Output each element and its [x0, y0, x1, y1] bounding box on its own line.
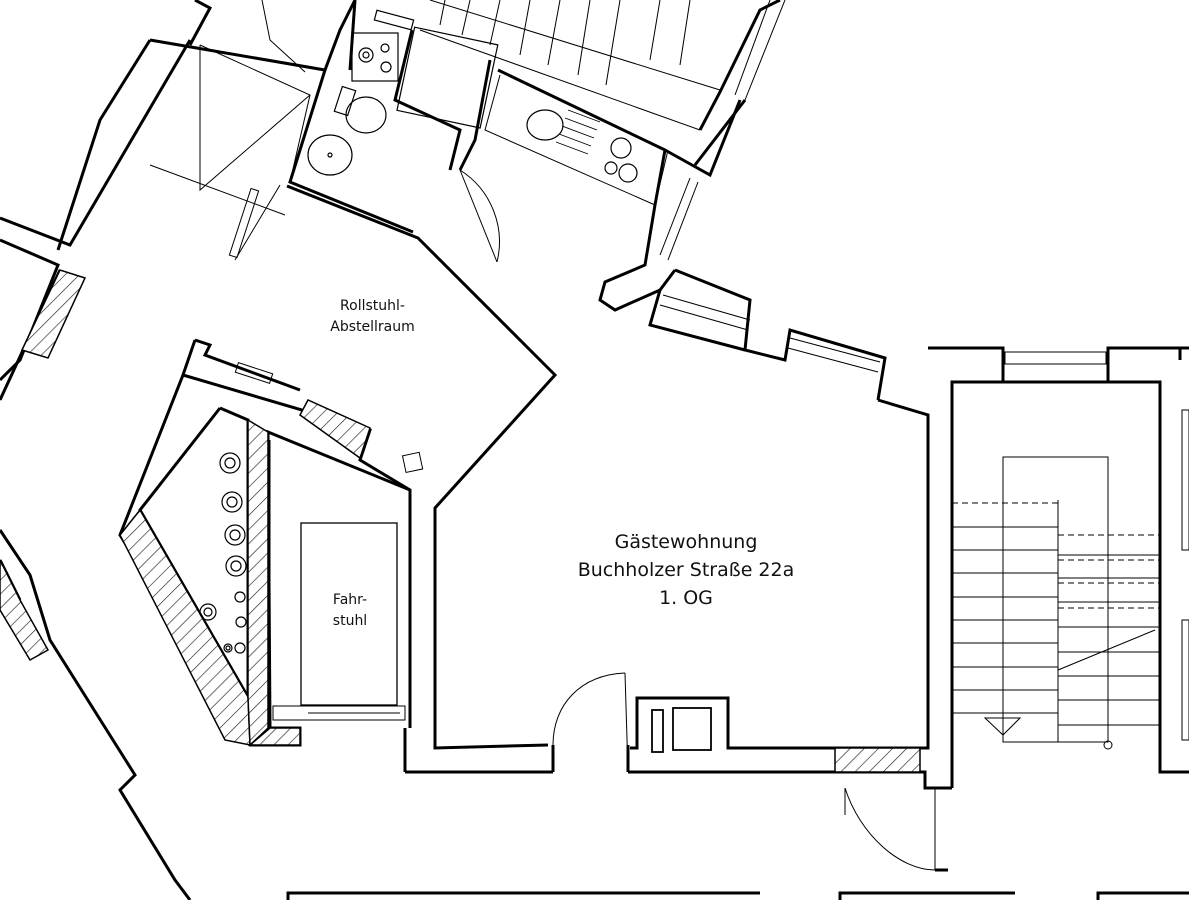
hob-icon — [610, 137, 632, 159]
stairwell-wall — [928, 346, 1189, 384]
fahrstuhl-line2: stuhl — [332, 613, 368, 629]
kitchen-sink-icon — [526, 109, 564, 141]
fahrstuhl-line1: Fahr- — [332, 592, 368, 608]
bathroom-fixtures — [199, 9, 638, 654]
guest-line3: 1. OG — [659, 587, 713, 609]
guest-apartment-wall — [286, 184, 558, 750]
left-outer-wall — [0, 39, 192, 247]
hatched-walls — [0, 269, 921, 773]
room-label-rollstuhl: Rollstuhl- Abstellraum — [310, 296, 435, 338]
elevator-pulley-icons — [199, 452, 247, 654]
guest-apartment-wall-right — [630, 398, 930, 750]
shower-tray-icon — [396, 26, 499, 129]
rollstuhl-line2: Abstellraum — [330, 319, 415, 335]
guest-line1: Gästewohnung — [614, 531, 758, 553]
room-label-guest-apartment: Gästewohnung Buchholzer Straße 22a 1. OG — [556, 528, 816, 612]
guest-line2: Buchholzer Straße 22a — [577, 559, 795, 581]
rollstuhl-line1: Rollstuhl- — [340, 298, 405, 314]
corridor-wall-bottom-right — [628, 770, 952, 790]
fixtures — [149, 0, 1189, 900]
upper-right-wall — [698, 0, 781, 131]
stove-icon — [351, 32, 399, 82]
washbasin-icon — [307, 134, 353, 176]
room-label-fahrstuhl: Fahr- stuhl — [310, 590, 390, 632]
elevator-car — [300, 522, 398, 706]
